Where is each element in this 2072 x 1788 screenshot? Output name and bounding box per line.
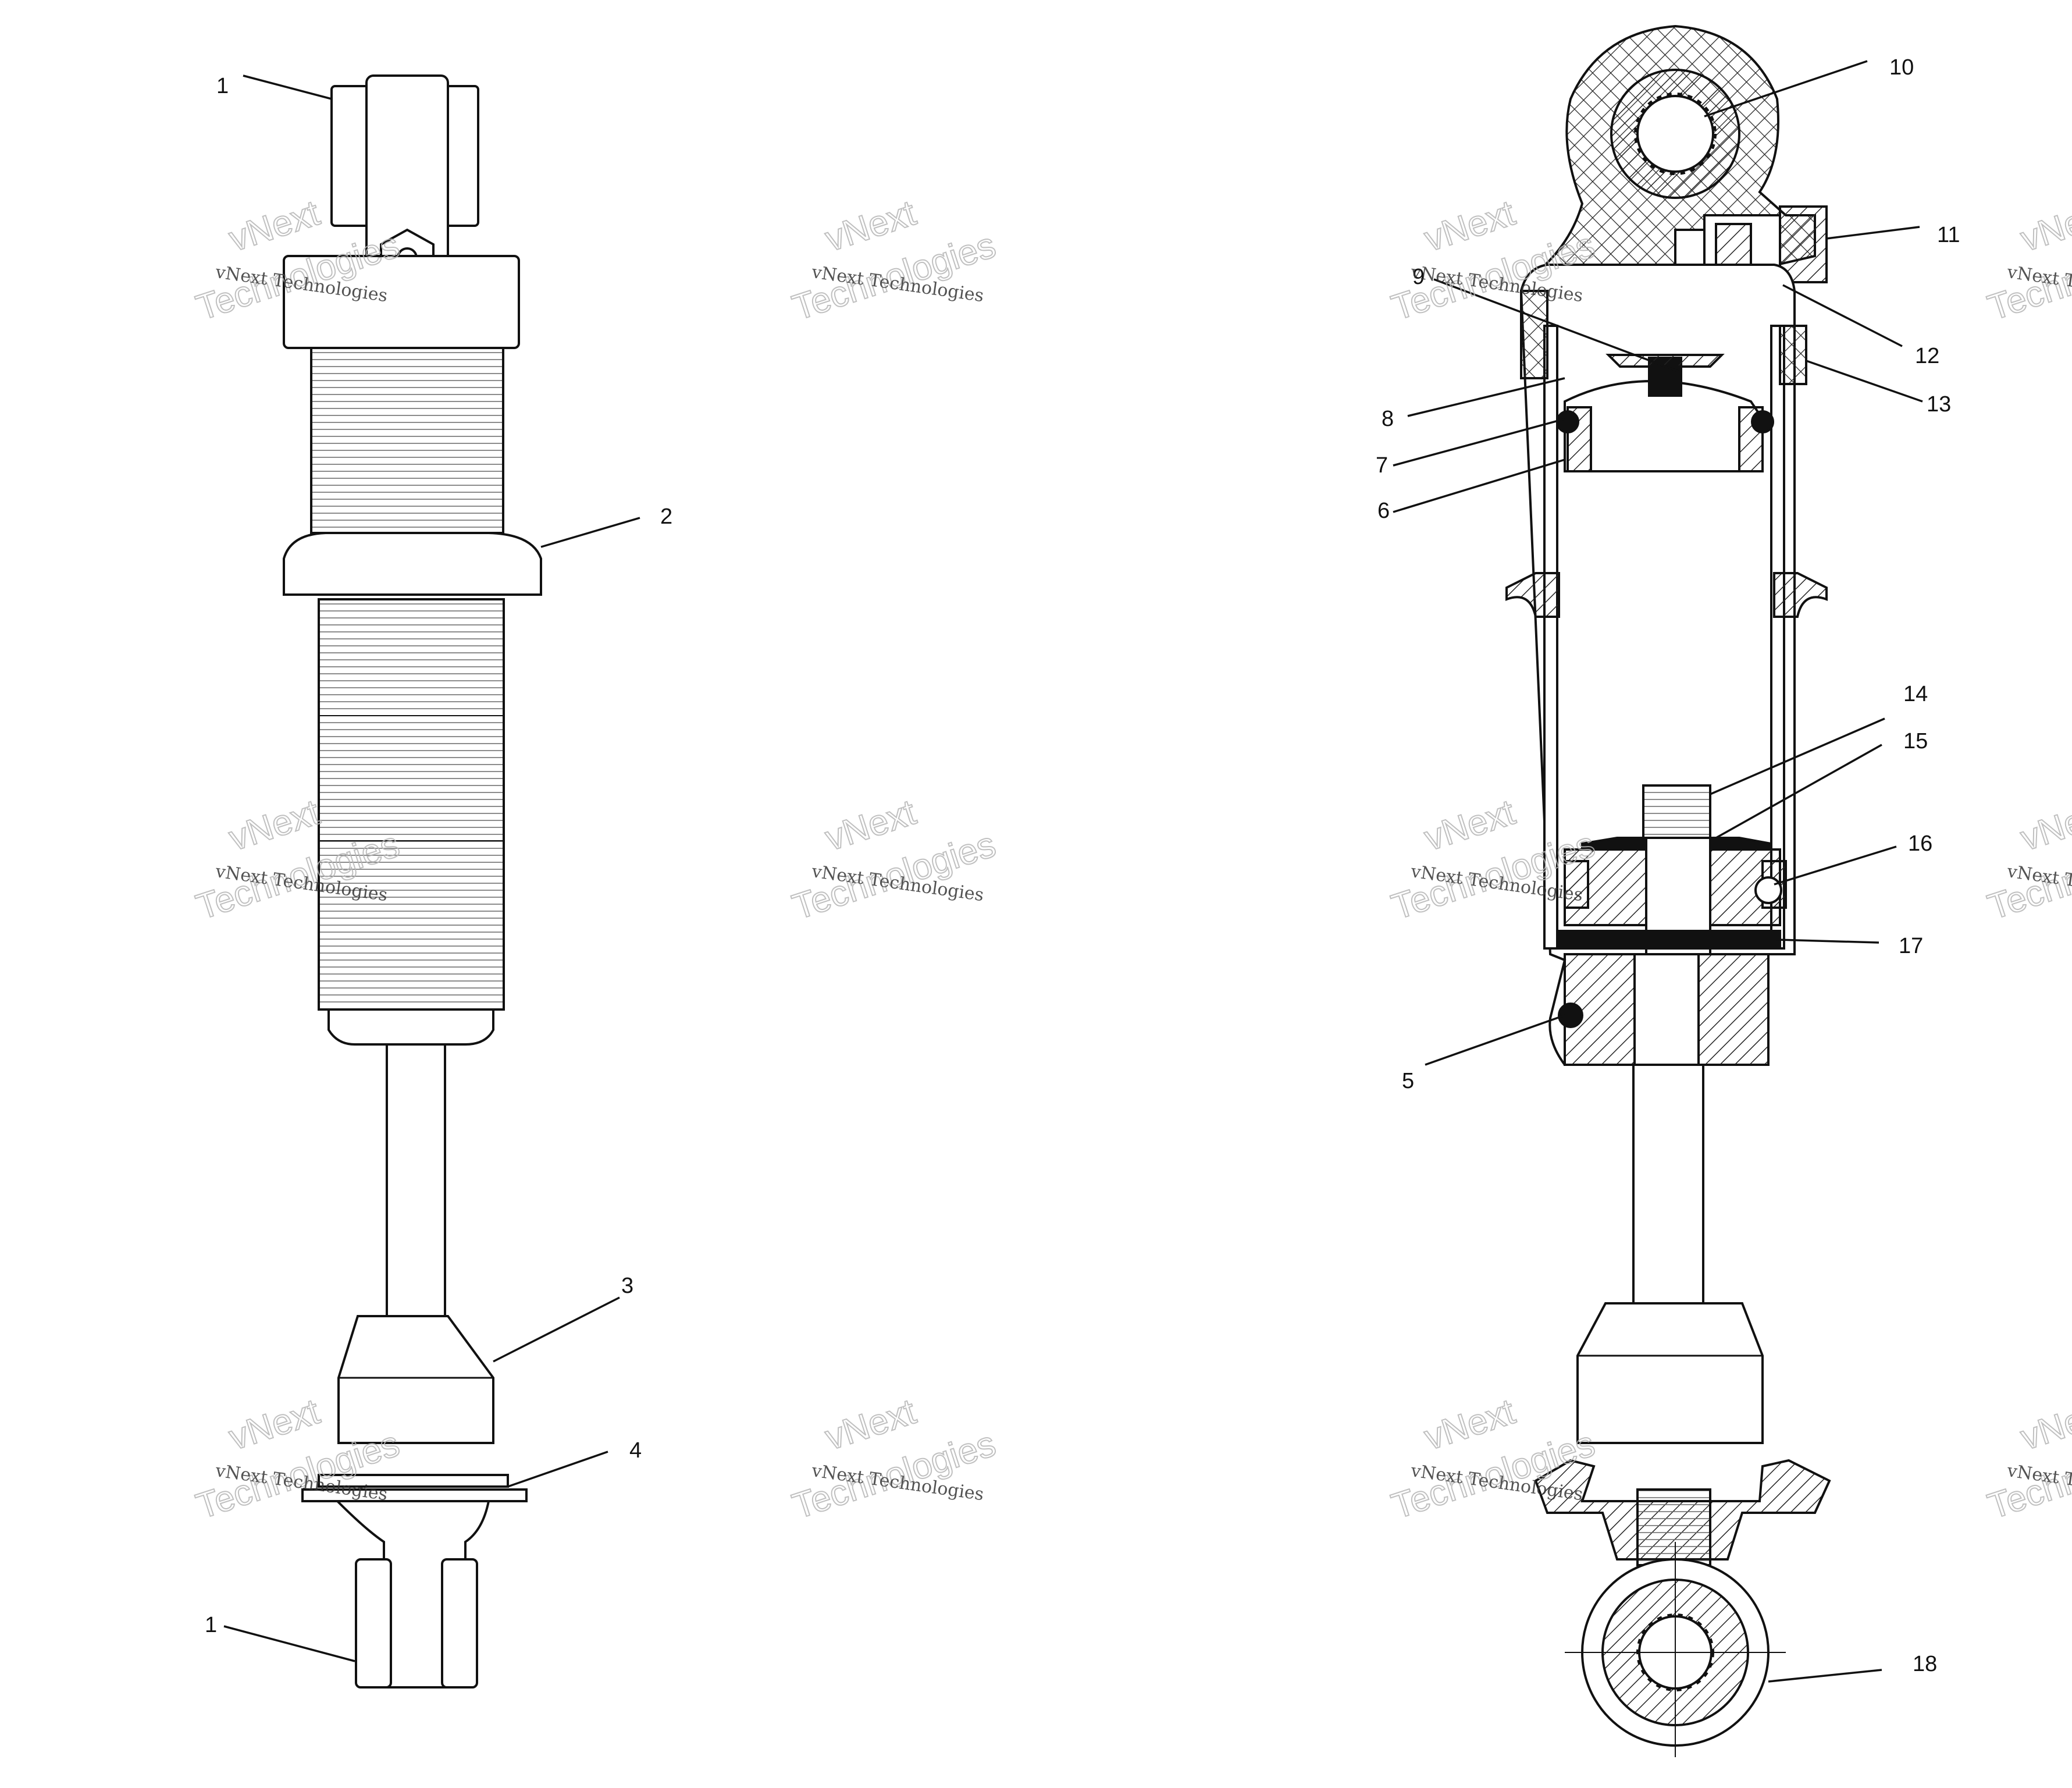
svg-text:vNext: vNext — [2016, 1391, 2072, 1458]
callout-2: 2 — [660, 504, 672, 529]
svg-text:vNext: vNext — [821, 792, 921, 859]
piston-rod — [386, 1043, 446, 1319]
svg-text:vNext: vNext — [2016, 792, 2072, 859]
callout-16: 16 — [1908, 831, 1932, 856]
callout-12: 12 — [1915, 344, 1939, 368]
upper-spring — [310, 347, 504, 534]
callout-10: 10 — [1889, 55, 1914, 80]
watermark: vNext Technologies vNext Technologies — [787, 192, 1001, 329]
exterior-view — [283, 74, 542, 1689]
callout-5: 5 — [1402, 1069, 1414, 1093]
retainer-plate — [318, 1474, 509, 1488]
watermark: vNext Technologies vNext Technologies — [1982, 791, 2072, 928]
callout-14: 14 — [1903, 682, 1928, 706]
callout-15: 15 — [1903, 729, 1928, 753]
callout-13: 13 — [1927, 392, 1951, 417]
svg-text:vNext: vNext — [2016, 193, 2072, 260]
svg-text:vNext: vNext — [1420, 193, 1520, 260]
callout-7: 7 — [1376, 453, 1388, 478]
svg-text:vNext: vNext — [225, 792, 325, 859]
piston-nut — [1642, 784, 1711, 839]
section-bump-stop — [1576, 1302, 1764, 1444]
svg-text:vNext: vNext — [1420, 792, 1520, 859]
preload-collar — [283, 532, 542, 596]
watermark: vNext Technologies vNext Technologies — [787, 791, 1001, 928]
callout-8: 8 — [1382, 407, 1394, 431]
callout-1-top: 1 — [216, 74, 229, 98]
callout-17: 17 — [1899, 934, 1923, 958]
bump-stop — [337, 1315, 494, 1444]
callout-6: 6 — [1377, 499, 1390, 523]
callout-labels: 1 2 3 4 1 10 11 9 12 13 8 7 6 14 15 16 1… — [205, 55, 1960, 1676]
schrader-valve — [1779, 205, 1828, 283]
watermark: vNext Technologies vNext Technologies — [787, 1391, 1001, 1527]
watermark: vNext Technologies vNext Technologies — [1982, 192, 2072, 329]
leader-lines — [223, 60, 1923, 1683]
callout-11: 11 — [1937, 223, 1960, 247]
svg-text:vNext: vNext — [225, 193, 325, 260]
svg-text:vNext: vNext — [821, 1391, 921, 1458]
svg-text:vNext: vNext — [225, 1391, 325, 1458]
callout-1-bottom: 1 — [205, 1613, 217, 1637]
callout-4: 4 — [629, 1438, 642, 1463]
spring-seat-ring — [1505, 572, 1560, 618]
callout-9: 9 — [1412, 265, 1425, 289]
section-view — [1505, 24, 1831, 1757]
callout-3: 3 — [621, 1274, 633, 1298]
top-clevis — [330, 74, 479, 307]
lower-body — [318, 598, 505, 1011]
watermark: vNext Technologies vNext Technologies — [1982, 1391, 2072, 1527]
section-rod — [1632, 1064, 1704, 1310]
callout-18: 18 — [1913, 1652, 1937, 1676]
svg-text:vNext: vNext — [821, 193, 921, 260]
svg-text:vNext: vNext — [1420, 1391, 1520, 1458]
